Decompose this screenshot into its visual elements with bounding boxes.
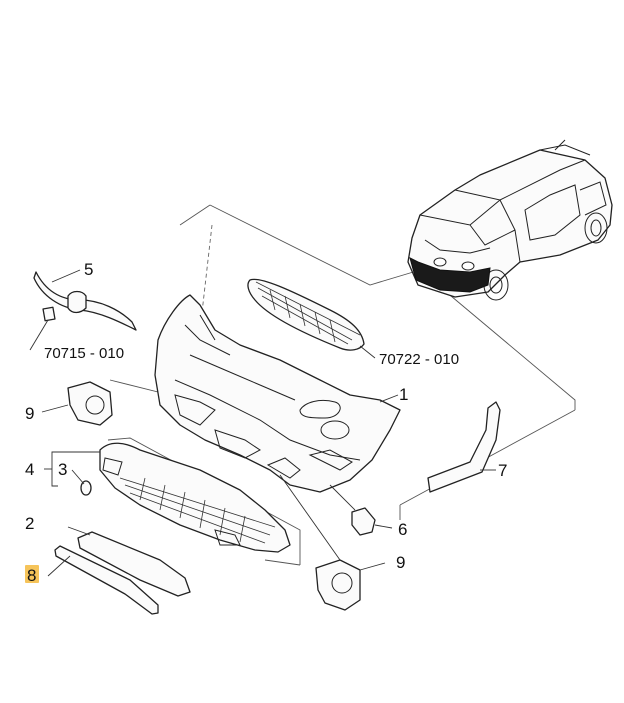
code-grille-badge[interactable]: 70715 - 010 (44, 345, 124, 362)
part-2-lower-strip (67, 526, 191, 597)
callout-3[interactable]: 3 (58, 460, 67, 479)
part-9-fog-bracket-left (41, 381, 113, 426)
callout-5[interactable]: 5 (84, 260, 93, 279)
callout-8[interactable]: 8 (27, 566, 36, 585)
part-7-side-trim (427, 401, 501, 493)
part-6-bracket (329, 484, 393, 536)
part-1-front-bumper (154, 294, 401, 493)
part-5-grille-trim (29, 269, 137, 351)
callout-4[interactable]: 4 (25, 460, 34, 479)
callout-1[interactable]: 1 (399, 385, 408, 404)
part-9-fog-bracket-right (279, 474, 386, 611)
callout-8-highlight (25, 565, 39, 583)
callout-9-left[interactable]: 9 (25, 404, 34, 423)
callout-6[interactable]: 6 (398, 520, 407, 539)
code-mesh-grille[interactable]: 70722 - 010 (379, 351, 459, 368)
callout-bracket-4 (44, 451, 100, 487)
part-4-lower-bumper (80, 442, 291, 553)
callout-9-right[interactable]: 9 (396, 553, 405, 572)
callout-2[interactable]: 2 (25, 514, 34, 533)
car-illustration (407, 139, 613, 301)
mesh-grille (247, 278, 376, 359)
callout-7[interactable]: 7 (498, 461, 507, 480)
part-8-chrome-strip (47, 545, 159, 615)
